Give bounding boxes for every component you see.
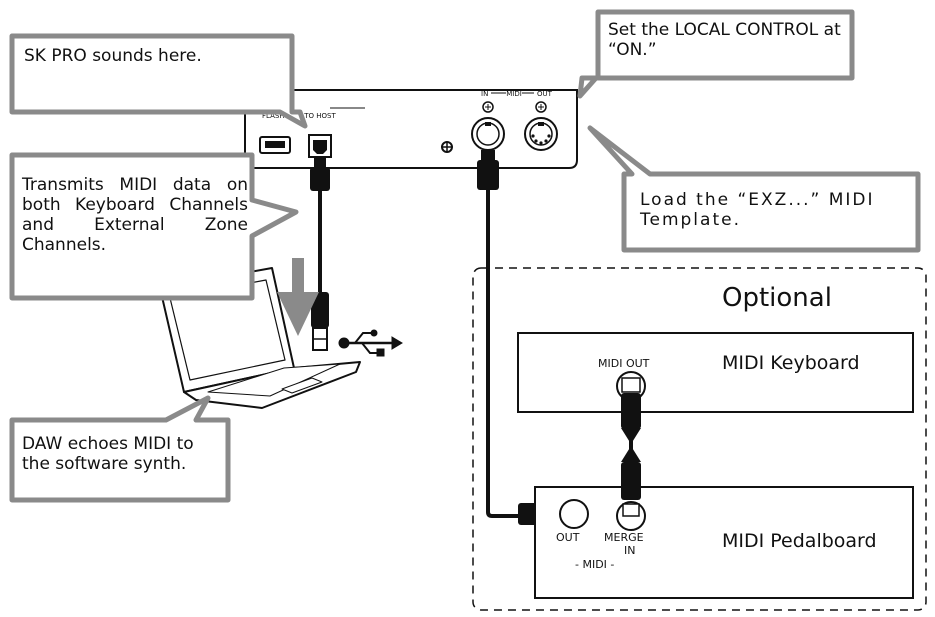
callout-load-template [587,125,921,253]
keyboard-title: MIDI Keyboard [722,352,860,374]
callout-transmits [9,152,299,301]
midi-keyboard-box [517,332,914,413]
optional-title: Optional [722,283,832,313]
local-control-callout-text: Set the LOCAL CONTROL at “ON.” [608,20,841,60]
daw-echo-callout-text: DAW echoes MIDI to the software synth. [22,434,194,474]
keyboard-port-label: MIDI OUT [598,357,650,370]
optional-box [472,267,927,611]
usb-cable [310,157,330,351]
load-template-callout-text: Load the “EXZ...” MIDI Template. [640,190,875,230]
callout-local-control [577,9,855,99]
midi-out-label: OUT [537,90,553,98]
usb-icon [338,329,403,357]
midi-cable-keyboard-to-pedalboard [621,393,641,500]
callout-daw-echo [9,395,231,503]
midi-center-label: MIDI [506,90,522,98]
pedalboard-merge-in-port [616,501,646,531]
midi-pedalboard-box [534,486,914,599]
sk-pro-callout-text: SK PRO sounds here. [24,46,202,66]
to-host-label: TO HOST [303,112,336,120]
flash-label: FLASH [262,112,285,120]
gray-arrow [277,258,319,336]
laptop-illustration [159,267,361,409]
pedal-merge-label: MERGE [604,531,644,544]
midi-in-label: IN [481,90,488,98]
pedal-midi-label: - MIDI - [575,558,615,571]
pedal-in-label: IN [624,544,636,557]
pedalboard-title: MIDI Pedalboard [722,530,877,552]
sk-pro-rear-panel: FLASH TO HOST IN MIDI OUT [244,89,578,169]
callout-sk-pro [9,33,308,129]
pedal-out-label: OUT [556,531,580,544]
transmits-callout-text: Transmits MIDI data on both Keyboard Cha… [22,175,248,255]
pedalboard-out-port [559,499,589,529]
